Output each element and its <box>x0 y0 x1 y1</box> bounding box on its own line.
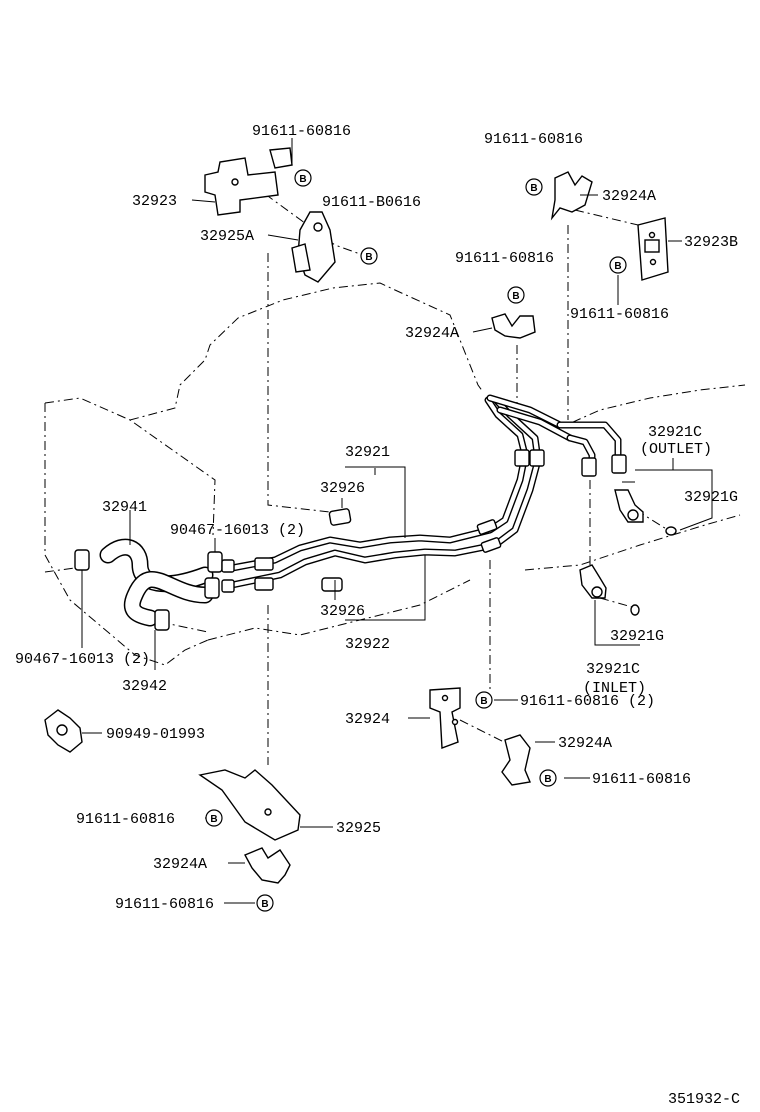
oil-cooler-tube-assembly <box>228 394 622 589</box>
bracket-32923 <box>204 147 293 216</box>
label-inlet-paren: (INLET) <box>583 680 646 697</box>
label-tube-32922: 32922 <box>345 636 390 653</box>
bolt-marker-inlet-2: B <box>475 691 493 709</box>
label-hose-32941: 32941 <box>102 499 147 516</box>
clamp-32924a-top-right <box>550 171 593 221</box>
label-tube-32921: 32921 <box>345 444 390 461</box>
clamp-32924a-lower-right <box>501 734 531 786</box>
hose-32926-lower <box>321 577 343 592</box>
bolt-marker-right-mid: B <box>609 256 627 274</box>
tube-joint-fittings <box>254 449 627 591</box>
label-bolt-top-left: 91611-60816 <box>252 123 351 140</box>
bolt-marker-letter: B <box>365 252 372 263</box>
label-bolt-inlet-2: 91611-60816 (2) <box>520 693 655 710</box>
bracket-32925 <box>198 769 301 841</box>
leader-lines <box>81 138 713 904</box>
label-bolt-bottom-left-2: 91611-60816 <box>115 896 214 913</box>
assembly-guide-lines <box>44 182 669 765</box>
bolt-marker-letter: B <box>614 261 621 272</box>
label-bolt-b0616: 91611-B0616 <box>322 194 421 211</box>
label-bracket-32923: 32923 <box>132 193 177 210</box>
label-oring-32921g-lower: 32921G <box>610 628 664 645</box>
label-bolt-lower-right: 91611-60816 <box>592 771 691 788</box>
o-ring-32921g-upper <box>665 526 677 536</box>
bolt-marker-letter: B <box>544 774 551 785</box>
hose-32942 <box>123 571 214 627</box>
bolt-marker-bottom-left-2: B <box>256 894 274 912</box>
label-clamp-32924a-mid: 32924A <box>405 325 459 342</box>
label-bolt-right-mid: 91611-60816 <box>570 306 669 323</box>
bolt-marker-lower-right: B <box>539 769 557 787</box>
clamp-32925a <box>291 211 336 283</box>
bolt-marker-top-left: B <box>294 169 312 187</box>
label-clamp-90949: 90949-01993 <box>106 726 205 743</box>
figure-code: 351932-C <box>668 1091 740 1108</box>
o-ring-32921g-lower <box>630 604 640 616</box>
bolt-marker-mid-upper: B <box>507 286 525 304</box>
hose-32926-upper <box>328 508 352 526</box>
label-bolt-top-right: 91611-60816 <box>484 131 583 148</box>
bracket-32923b <box>637 217 669 281</box>
bolt-marker-letter: B <box>480 696 487 707</box>
bolt-marker-letter: B <box>512 291 519 302</box>
label-clamp-32925a: 32925A <box>200 228 254 245</box>
label-clip-90467-upper: 90467-16013 (2) <box>170 522 305 539</box>
bolt-marker-b0616: B <box>360 247 378 265</box>
label-bolt-bottom-left-1: 91611-60816 <box>76 811 175 828</box>
bracket-32924 <box>429 687 461 749</box>
label-hose-32926-upper: 32926 <box>320 480 365 497</box>
label-clip-90467-lower: 90467-16013 (2) <box>15 651 150 668</box>
label-outlet-paren: (OUTLET) <box>640 441 712 458</box>
bolt-marker-letter: B <box>261 899 268 910</box>
outlet-elbow-32921c <box>614 489 644 523</box>
transmission-housing-outline <box>44 282 746 666</box>
label-bolt-mid-upper: 91611-60816 <box>455 250 554 267</box>
label-clamp-32924a-lower-right: 32924A <box>558 735 612 752</box>
bolt-marker-letter: B <box>530 183 537 194</box>
label-bracket-32925: 32925 <box>336 820 381 837</box>
label-clamp-32924a-top-right: 32924A <box>602 188 656 205</box>
label-bracket-32923b: 32923B <box>684 234 738 251</box>
clamp-90949 <box>44 709 83 753</box>
tube-ends <box>221 559 235 593</box>
clamp-32924a-bottom <box>244 847 291 884</box>
bolt-marker-letter: B <box>299 174 306 185</box>
bolt-marker-letter: B <box>210 814 217 825</box>
label-oring-32921g-upper: 32921G <box>684 489 738 506</box>
clamp-32924a-mid <box>491 313 536 339</box>
label-hose-32942: 32942 <box>122 678 167 695</box>
inlet-elbow-32921c <box>579 564 607 599</box>
bolt-marker-bottom-left-1: B <box>205 809 223 827</box>
bolt-marker-top-right: B <box>525 178 543 196</box>
label-outlet-32921c: 32921C <box>648 424 702 441</box>
label-hose-32926-lower: 32926 <box>320 603 365 620</box>
hose-clips-90467 <box>74 549 223 631</box>
label-inlet-32921c: 32921C <box>586 661 640 678</box>
label-bracket-32924: 32924 <box>345 711 390 728</box>
label-clamp-32924a-bottom: 32924A <box>153 856 207 873</box>
